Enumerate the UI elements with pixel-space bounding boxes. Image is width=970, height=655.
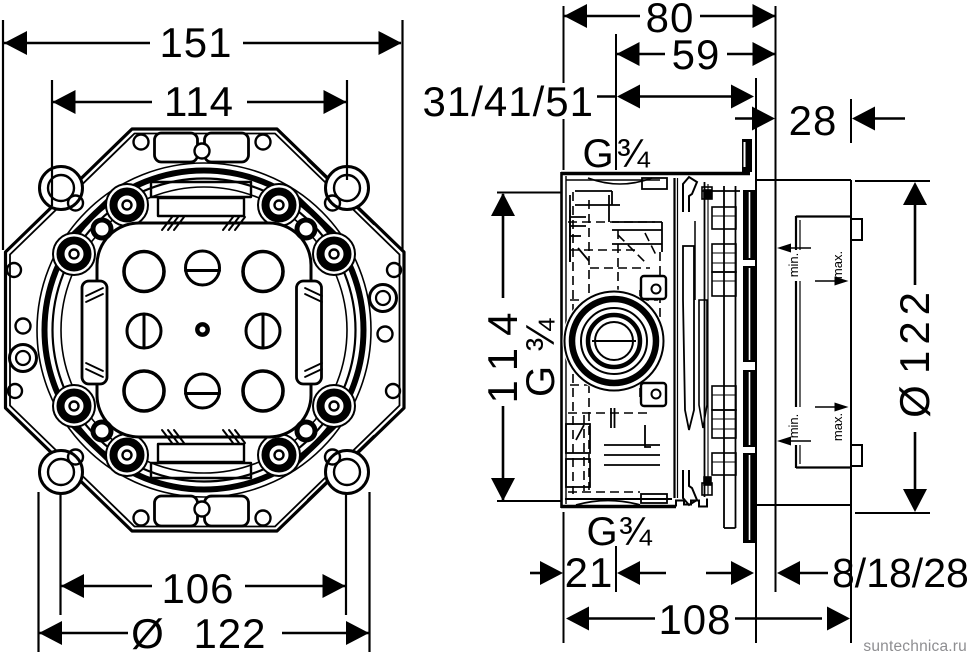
svg-text:28: 28 — [789, 97, 838, 144]
svg-text:151: 151 — [159, 19, 232, 66]
svg-text:122: 122 — [891, 286, 938, 374]
svg-text:114: 114 — [164, 78, 234, 125]
svg-text:31/41/51: 31/41/51 — [423, 78, 595, 125]
svg-text:21: 21 — [565, 549, 614, 596]
svg-text:min.: min. — [786, 414, 801, 439]
svg-text:min.: min. — [786, 253, 801, 278]
svg-text:8/18/28: 8/18/28 — [832, 550, 969, 596]
svg-text:108: 108 — [658, 596, 731, 643]
svg-text:¾: ¾ — [519, 318, 563, 352]
svg-text:max.: max. — [830, 413, 845, 441]
svg-text:122: 122 — [193, 610, 266, 655]
svg-text:¾: ¾ — [616, 132, 650, 176]
svg-text:80: 80 — [646, 0, 695, 41]
svg-text:106: 106 — [161, 565, 234, 612]
svg-text:59: 59 — [672, 31, 721, 78]
svg-text:G: G — [586, 510, 617, 554]
svg-text:max.: max. — [830, 251, 845, 279]
svg-text:¾: ¾ — [618, 510, 652, 554]
svg-text:Ø: Ø — [131, 610, 165, 655]
svg-text:Ø: Ø — [891, 384, 938, 418]
svg-text:suntechnica.ru: suntechnica.ru — [863, 638, 967, 655]
svg-text:G: G — [582, 132, 613, 176]
svg-text:G: G — [519, 366, 563, 397]
svg-text:114: 114 — [479, 301, 526, 404]
